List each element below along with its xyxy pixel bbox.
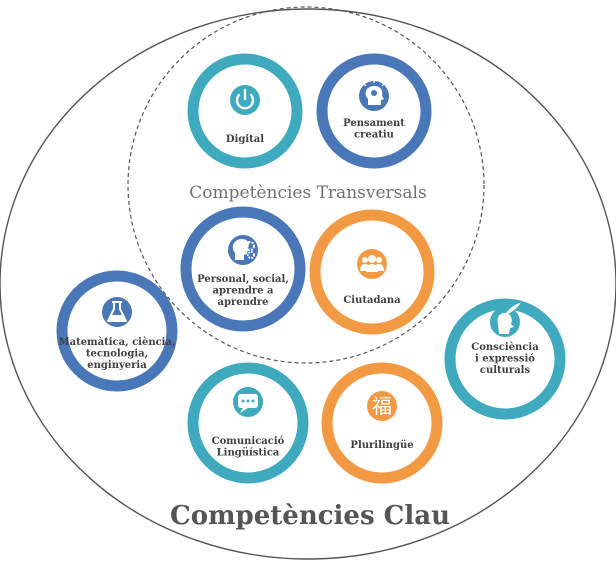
competence-digital: Digital	[187, 53, 303, 169]
competence-label: culturals	[480, 365, 531, 376]
competence-label: Digital	[226, 134, 264, 145]
competence-ring	[444, 298, 566, 420]
competence-ring	[187, 362, 309, 484]
competence-label: Lingüística	[217, 448, 280, 459]
flask-icon	[102, 297, 132, 327]
head-gears-icon	[228, 235, 258, 265]
competence-label: Consciència	[471, 342, 539, 353]
transversal-competences-title: Competències Transversals	[189, 183, 426, 203]
power-icon	[230, 85, 260, 115]
competence-plurilingue: 福 Plurilingüe	[321, 362, 443, 484]
competence-ring	[56, 270, 178, 392]
competence-label: aprendre a	[213, 286, 274, 297]
competence-label: creatiu	[354, 130, 394, 141]
competence-label: i expressió	[475, 354, 535, 365]
competence-label: tecnologia,	[86, 349, 148, 360]
competence-ring	[180, 206, 306, 332]
competence-label: Ciutadana	[343, 295, 401, 306]
competence-ciutadana: Ciutadana	[309, 209, 435, 335]
competence-ring	[321, 362, 443, 484]
competence-label: Plurilingüe	[350, 440, 413, 451]
feather-head-icon	[490, 302, 521, 337]
character-icon: 福	[367, 391, 397, 421]
competence-label: Matemàtica, ciència,	[59, 337, 176, 348]
competence-label: aprendre	[218, 297, 269, 308]
transversal-competences-outline	[127, 6, 485, 364]
speech-bubble-icon	[233, 387, 263, 417]
key-competences-title: Competències Clau	[170, 501, 450, 531]
svg-text:福: 福	[372, 394, 392, 418]
key-competences-outline	[0, 8, 616, 560]
competence-matematica: Matemàtica, ciència,tecnologia,enginyeri…	[56, 270, 178, 392]
competence-label: enginyeria	[87, 360, 147, 371]
head-idea-icon	[359, 79, 389, 111]
competence-label: Pensament	[343, 118, 405, 129]
competence-label: Personal, social,	[197, 274, 289, 285]
people-icon	[357, 249, 387, 279]
competence-label: Comunicació	[212, 436, 285, 447]
